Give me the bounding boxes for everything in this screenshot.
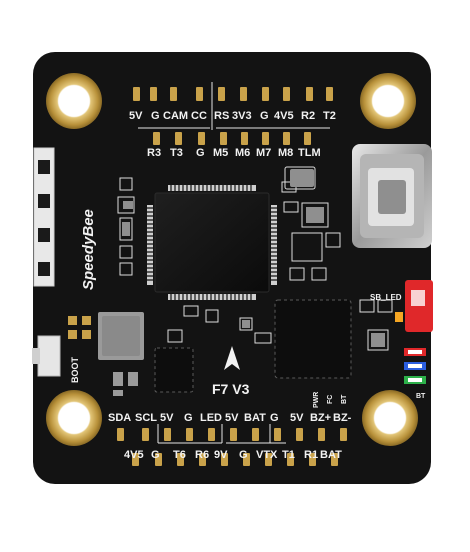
pad-label-m8: M8 [278,147,293,159]
top-label-row-2: R3 T3 G M5 M6 M7 M8 TLM [147,147,321,159]
left-side-connector [33,147,55,287]
pad-label-5v-b3: 5V [290,412,304,424]
pad-label-g-b3: G [151,449,160,461]
pad-label-tlm: TLM [298,147,321,159]
boot-label: BOOT [70,356,80,383]
bottom-label-row-1: SDA SCL 5V G LED 5V BAT G 5V BZ+ BZ- [108,412,352,424]
pad-label-3v3: 3V3 [232,110,252,122]
top-label-row-1: 5V G CAM CC RS 3V3 G 4V5 R2 T2 [129,110,336,122]
boot-button [32,335,61,377]
pad-label-g-b4: G [239,449,248,461]
pad-label-t6: T6 [173,449,186,461]
model-label: F7 V3 [212,381,250,397]
pad-label-5v-b2: 5V [225,412,239,424]
pad-label-led: LED [200,412,222,424]
status-leds [404,348,426,384]
silk-lines-top [138,82,330,130]
gyro-chip [274,299,352,379]
direction-arrow-icon [224,346,240,370]
bt-label-2: BT [416,393,426,400]
pad-label-g2: G [260,110,269,122]
left-pad-cluster [68,316,91,339]
pad-label-5v-b: 5V [160,412,174,424]
pad-label-bz-minus: BZ- [333,412,352,424]
pad-label-5v: 5V [129,110,143,122]
pad-label-4v5-b: 4V5 [124,449,144,461]
regulator-chip-inner [102,316,140,356]
pad-label-t2: T2 [323,110,336,122]
pad-label-g-b2: G [270,412,279,424]
sb-led-label: SB_LED [370,293,402,302]
bottom-label-row-2: 4V5 G T6 R6 9V G VTX T1 R1 BAT [124,449,342,461]
bottom-pad-row-2 [132,453,338,466]
pad-label-cam: CAM [163,110,188,122]
mounting-hole-bottom-left [46,390,102,446]
pad-label-m7: M7 [256,147,271,159]
mounting-hole-bottom-right [362,390,418,446]
bottom-pad-row-1 [117,428,347,441]
small-gray-bits [113,372,138,396]
top-pad-row-1 [133,87,333,101]
pad-label-r6: R6 [195,449,209,461]
pad-label-cc: CC [191,110,207,122]
smd-components [117,166,393,351]
brand-logo: SpeedyBee [80,209,97,290]
orange-led [395,312,403,322]
pad-label-r3: R3 [147,147,161,159]
pad-label-g-b: G [184,412,193,424]
pad-label-t3: T3 [170,147,183,159]
pad-label-g: G [151,110,160,122]
pad-label-m5: M5 [213,147,228,159]
pad-label-scl: SCL [135,412,157,424]
pad-label-9v: 9V [214,449,228,461]
pad-label-vtx: VTX [256,449,278,461]
pad-label-bat-b: BAT [320,449,342,461]
pad-label-t1: T1 [282,449,295,461]
pad-label-4v5: 4V5 [274,110,294,122]
mounting-hole-top-right [360,73,416,129]
fc-label: FC [327,395,334,404]
sb-led-red-connector-inner [411,290,425,306]
usb-c-port [352,144,432,248]
pad-label-bz-plus: BZ+ [310,412,331,424]
pad-label-r2: R2 [301,110,315,122]
pad-label-sda: SDA [108,412,131,424]
mounting-hole-top-left [46,73,102,129]
baro-chip [154,347,194,393]
top-pad-row-2 [153,132,311,145]
pad-label-bat: BAT [244,412,266,424]
mcu-chip [147,185,277,300]
pwr-label: PWR [313,392,320,408]
silk-lines-bottom [157,424,286,444]
pad-label-rs: RS [214,110,229,122]
pad-label-r1: R1 [304,449,318,461]
pad-label-g3: G [196,147,205,159]
bt-label: BT [341,394,348,404]
smd-parts-gray [122,169,385,347]
pad-label-m6: M6 [235,147,250,159]
